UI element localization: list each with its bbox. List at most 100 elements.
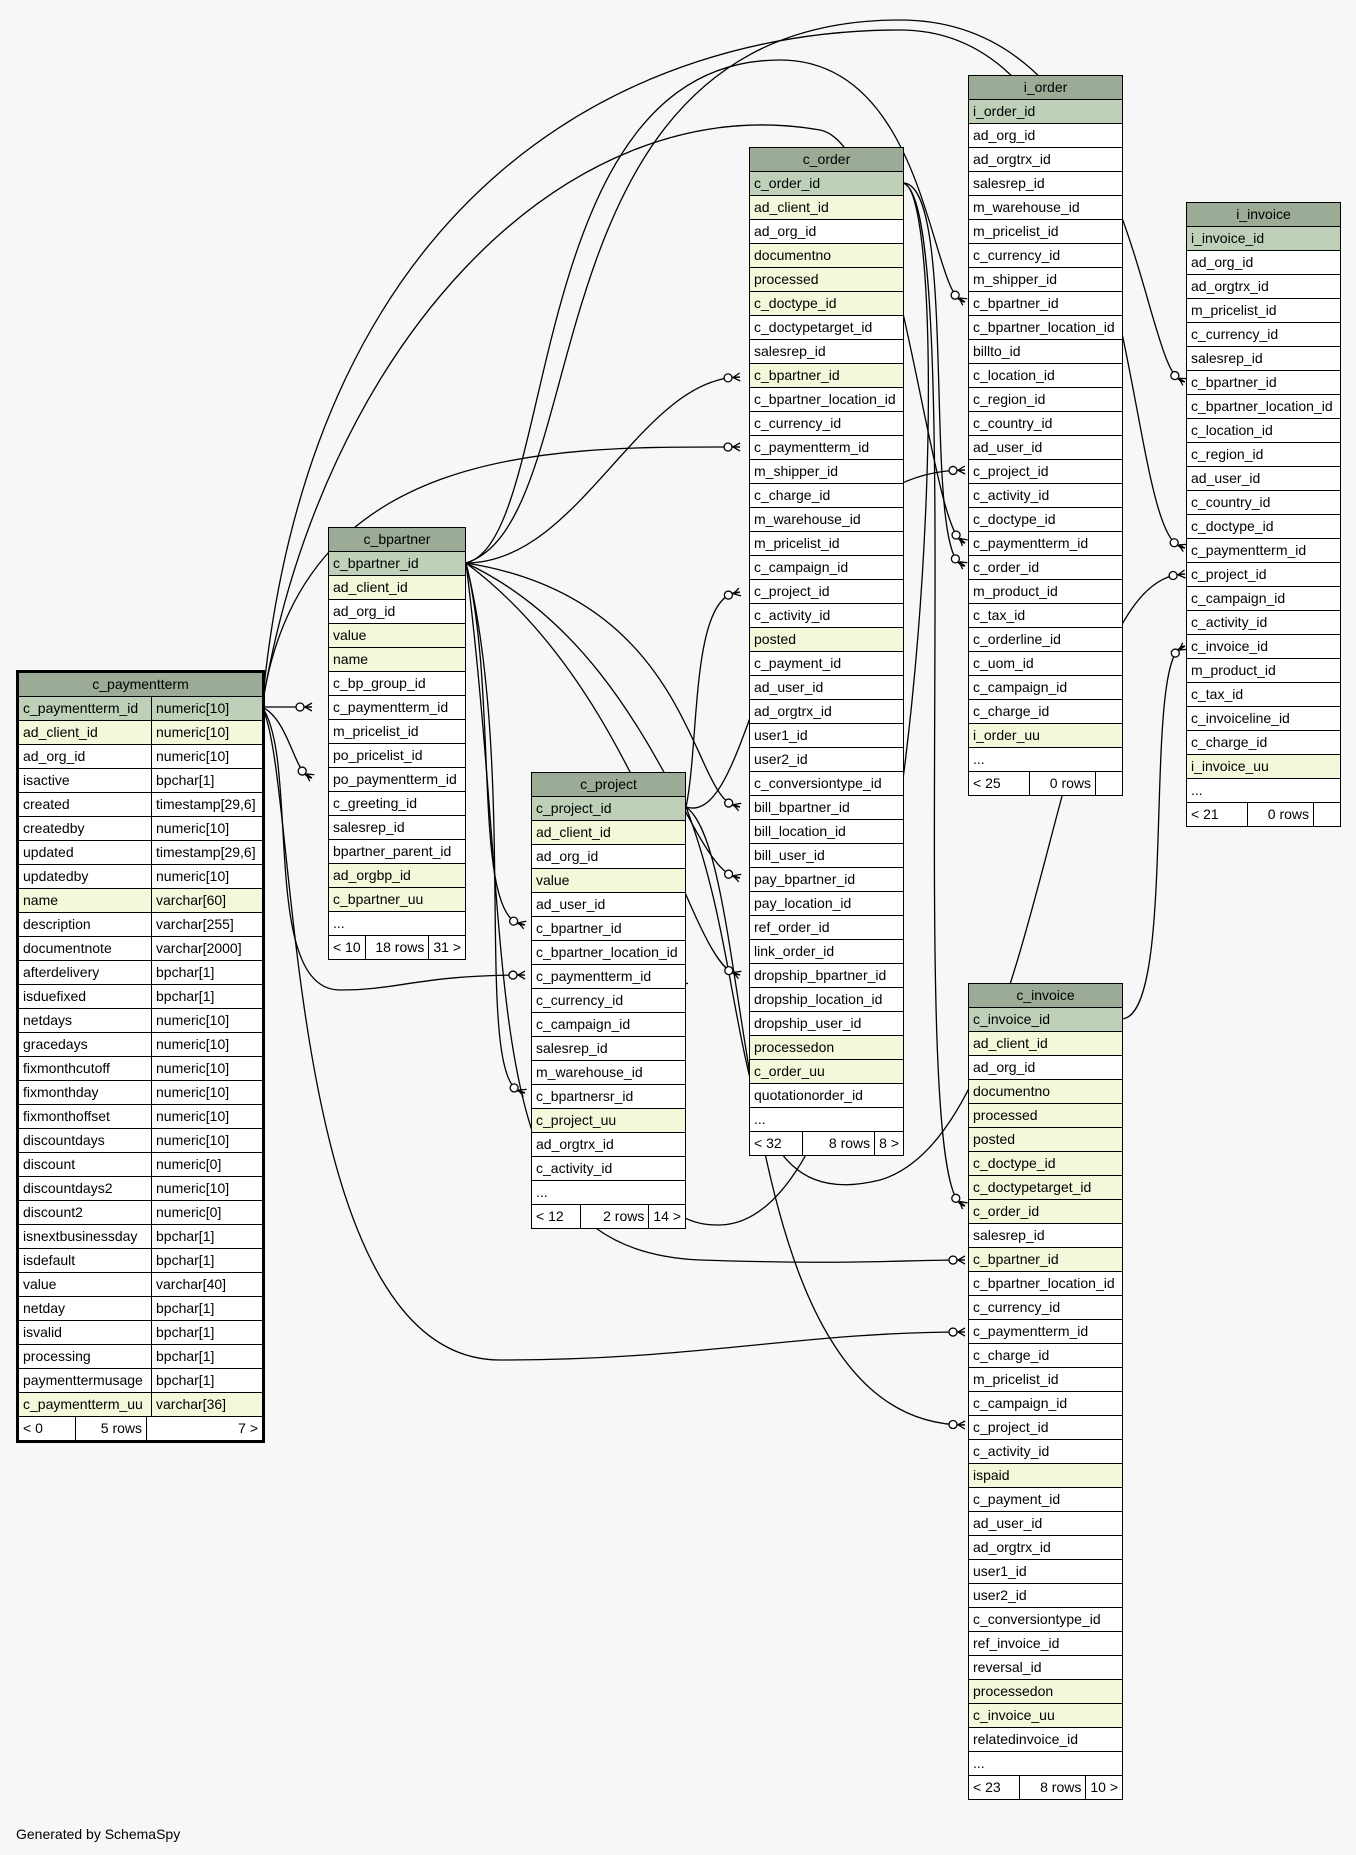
footer-children[interactable]: 31 > — [433, 939, 461, 955]
table-column[interactable]: c_doctype_id — [969, 508, 1122, 532]
table-column[interactable]: c_location_id — [969, 364, 1122, 388]
table-column[interactable]: ... — [532, 1181, 685, 1205]
table-column[interactable]: ad_org_id — [329, 600, 465, 624]
table-column[interactable]: ad_org_id — [532, 845, 685, 869]
table-column[interactable]: c_bpartnersr_id — [532, 1085, 685, 1109]
table-column[interactable]: ad_user_id — [750, 676, 903, 700]
table-column[interactable]: documentno — [750, 244, 903, 268]
table-column[interactable]: c_currency_id — [532, 989, 685, 1013]
table-column[interactable]: c_activity_id — [750, 604, 903, 628]
table-column[interactable]: c_country_id — [969, 412, 1122, 436]
table-column[interactable]: ad_client_id — [750, 196, 903, 220]
table-column[interactable]: c_payment_id — [750, 652, 903, 676]
table-column[interactable]: ... — [969, 1752, 1122, 1776]
primary-key-column[interactable]: i_invoice_id — [1187, 227, 1340, 251]
table-column[interactable]: ... — [329, 912, 465, 936]
table-column[interactable]: salesrep_id — [1187, 347, 1340, 371]
table-column[interactable]: c_activity_id — [969, 484, 1122, 508]
table-column[interactable]: reversal_id — [969, 1656, 1122, 1680]
table-column[interactable]: c_bpartner_uu — [329, 888, 465, 912]
table-column[interactable]: c_invoice_id — [1187, 635, 1340, 659]
table-column[interactable]: relatedinvoice_id — [969, 1728, 1122, 1752]
table-column[interactable]: ad_org_id — [1187, 251, 1340, 275]
table-column[interactable]: ad_orgtrx_id — [1187, 275, 1340, 299]
table-column[interactable]: c_doctypetarget_id — [750, 316, 903, 340]
table-column[interactable]: ... — [969, 748, 1122, 772]
table-column[interactable]: c_orderline_id — [969, 628, 1122, 652]
table-column[interactable]: c_order_id — [969, 556, 1122, 580]
table-column[interactable]: posted — [750, 628, 903, 652]
table-column[interactable]: c_bpartner_location_id — [532, 941, 685, 965]
table-column[interactable]: ad_client_id — [329, 576, 465, 600]
footer-parents[interactable]: < 21 — [1187, 803, 1248, 826]
table-column[interactable]: c_invoice_uu — [969, 1704, 1122, 1728]
table-column[interactable]: ad_client_id — [532, 821, 685, 845]
footer-children[interactable] — [1096, 772, 1122, 795]
table-column[interactable]: pay_location_id — [750, 892, 903, 916]
table-column[interactable]: quotationorder_id — [750, 1084, 903, 1108]
table-column[interactable]: ad_user_id — [532, 893, 685, 917]
footer-children[interactable] — [1314, 803, 1340, 826]
table-column[interactable]: ... — [1187, 779, 1340, 803]
table-column[interactable]: bill_user_id — [750, 844, 903, 868]
footer-parents[interactable]: < 23 — [969, 1776, 1020, 1799]
table-column[interactable]: dropship_user_id — [750, 1012, 903, 1036]
table-column[interactable]: ad_client_id — [969, 1032, 1122, 1056]
table-column[interactable]: dropship_location_id — [750, 988, 903, 1012]
table-column[interactable]: ad_user_id — [1187, 467, 1340, 491]
table-column[interactable]: bpartner_parent_id — [329, 840, 465, 864]
table-column[interactable]: c_region_id — [969, 388, 1122, 412]
table-column[interactable]: m_pricelist_id — [1187, 299, 1340, 323]
footer-parents[interactable]: < 0 — [19, 1417, 76, 1440]
table-column[interactable]: c_country_id — [1187, 491, 1340, 515]
table-column[interactable]: c_currency_id — [969, 1296, 1122, 1320]
table-column[interactable]: c_bpartner_id — [969, 292, 1122, 316]
table-column[interactable]: salesrep_id — [750, 340, 903, 364]
table-column[interactable]: c_doctype_id — [1187, 515, 1340, 539]
table-column[interactable]: c_activity_id — [969, 1440, 1122, 1464]
table-column[interactable]: i_invoice_uu — [1187, 755, 1340, 779]
table-column[interactable]: c_campaign_id — [969, 1392, 1122, 1416]
table-column[interactable]: c_currency_id — [750, 412, 903, 436]
table-column[interactable]: ref_order_id — [750, 916, 903, 940]
table-column[interactable]: dropship_bpartner_id — [750, 964, 903, 988]
table-column[interactable]: c_bpartner_id — [1187, 371, 1340, 395]
footer-parents[interactable]: < 12 — [532, 1205, 581, 1228]
table-column[interactable]: m_pricelist_id — [969, 220, 1122, 244]
primary-key-column[interactable]: c_bpartner_id — [329, 552, 465, 576]
table-column[interactable]: ad_orgbp_id — [329, 864, 465, 888]
table-column[interactable]: c_conversiontype_id — [750, 772, 903, 796]
table-column[interactable]: c_campaign_id — [750, 556, 903, 580]
table-column[interactable]: c_conversiontype_id — [969, 1608, 1122, 1632]
footer-parents[interactable]: < 25 — [969, 772, 1030, 795]
table-column[interactable]: ad_org_id — [750, 220, 903, 244]
table-column[interactable]: ... — [750, 1108, 903, 1132]
table-column[interactable]: pay_bpartner_id — [750, 868, 903, 892]
table-column[interactable]: c_bpartner_id — [532, 917, 685, 941]
table-column[interactable]: value — [532, 869, 685, 893]
table-column[interactable]: c_currency_id — [1187, 323, 1340, 347]
table-column[interactable]: c_project_id — [1187, 563, 1340, 587]
table-column[interactable]: c_payment_id — [969, 1488, 1122, 1512]
table-column[interactable]: bill_bpartner_id — [750, 796, 903, 820]
